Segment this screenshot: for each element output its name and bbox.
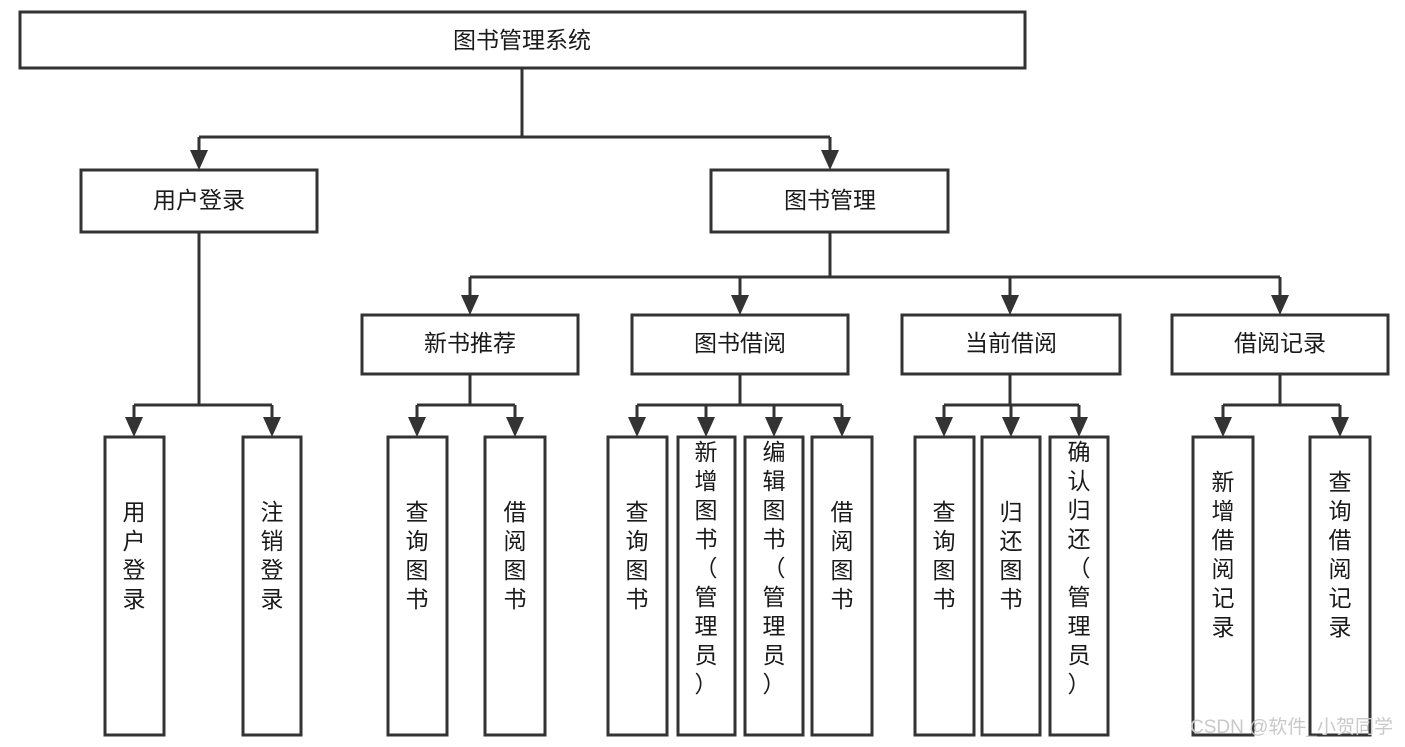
node-leaf-confirm-return[interactable]: 确认归还（管理员） (1048, 435, 1110, 737)
node-leaf-edit-book[interactable]: 编辑图书（管理员） (743, 435, 805, 737)
node-leaf-query-record-label: 查询借阅记录 (1329, 469, 1352, 640)
node-leaf-query-record[interactable]: 查询借阅记录 (1308, 435, 1372, 737)
node-leaf-edit-book-box[interactable] (743, 435, 805, 737)
node-bookmgmt-box[interactable] (709, 168, 950, 234)
node-newbook-label: 新书推荐 (424, 330, 516, 356)
arrow-to-bookmgmt (821, 150, 839, 170)
node-leaf-add-record[interactable]: 新增借阅记录 (1191, 435, 1255, 737)
node-records[interactable]: 借阅记录 (1170, 313, 1390, 376)
node-leaf-add-record-label: 新增借阅记录 (1212, 469, 1235, 640)
node-login-box[interactable] (79, 168, 319, 234)
node-leaf-query-record-box[interactable] (1308, 435, 1372, 737)
node-records-box[interactable] (1170, 313, 1390, 376)
node-leaf-query-book-1-label: 查询图书 (406, 499, 429, 612)
node-leaf-query-book-1-box[interactable] (386, 435, 449, 737)
node-leaf-borrow-book-2[interactable]: 借阅图书 (810, 435, 874, 737)
node-root-label: 图书管理系统 (453, 27, 591, 53)
node-leaf-return-book[interactable]: 归还图书 (980, 435, 1042, 737)
node-leaf-borrow-book-1-label: 借阅图书 (504, 499, 527, 612)
node-current-box[interactable] (900, 313, 1122, 376)
arrow-records-l1 (1214, 417, 1232, 437)
node-leaf-add-record-box[interactable] (1191, 435, 1255, 737)
arrow-records-l2 (1331, 417, 1349, 437)
node-current-label: 当前借阅 (965, 330, 1057, 356)
node-newbook-box[interactable] (360, 313, 580, 376)
node-leaf-query-book-3-box[interactable] (913, 435, 976, 737)
arrow-borrow-l4 (833, 417, 851, 437)
node-root[interactable]: 图书管理系统 (18, 10, 1027, 70)
node-leaf-user-login-box[interactable] (103, 435, 166, 737)
node-leaf-query-book-2-label: 查询图书 (626, 499, 649, 612)
edge-layer (125, 68, 1349, 437)
node-borrow[interactable]: 图书借阅 (630, 313, 850, 376)
arrow-current-l1 (935, 417, 953, 437)
node-leaf-return-book-box[interactable] (980, 435, 1042, 737)
node-current[interactable]: 当前借阅 (900, 313, 1122, 376)
node-leaf-user-login-label: 用户登录 (123, 499, 146, 612)
node-leaf-query-book-2-box[interactable] (606, 435, 669, 737)
node-login-label: 用户登录 (153, 187, 245, 213)
node-leaf-edit-book-label: 编辑图书（管理员） (763, 439, 786, 697)
node-leaf-logout-label: 注销登录 (261, 499, 284, 612)
node-bookmgmt[interactable]: 图书管理 (709, 168, 950, 234)
node-leaf-confirm-return-box[interactable] (1048, 435, 1110, 737)
arrow-newbook-l2 (506, 417, 524, 437)
arrow-borrow-l3 (765, 417, 783, 437)
arrow-to-current (1001, 295, 1019, 315)
node-leaf-query-book-2[interactable]: 查询图书 (606, 435, 669, 737)
node-borrow-box[interactable] (630, 313, 850, 376)
node-bookmgmt-label: 图书管理 (784, 187, 876, 213)
node-leaf-borrow-book-1-box[interactable] (483, 435, 547, 737)
arrow-to-login (190, 150, 208, 170)
node-leaf-logout-box[interactable] (241, 435, 303, 737)
node-leaf-borrow-book-2-label: 借阅图书 (831, 499, 854, 612)
arrow-newbook-l1 (408, 417, 426, 437)
arrow-current-l2 (1002, 417, 1020, 437)
node-leaf-confirm-return-label: 确认归还（管理员） (1068, 439, 1091, 697)
arrow-login-l1 (125, 417, 143, 437)
node-leaf-return-book-label: 归还图书 (1000, 499, 1023, 612)
arrow-login-l2 (263, 417, 281, 437)
arrow-to-records (1271, 295, 1289, 315)
node-leaf-query-book-3-label: 查询图书 (933, 499, 956, 612)
node-leaf-add-book-box[interactable] (676, 435, 737, 737)
node-login[interactable]: 用户登录 (79, 168, 319, 234)
arrow-to-borrow (731, 295, 749, 315)
node-borrow-label: 图书借阅 (694, 330, 786, 356)
arrow-to-newbook (461, 295, 479, 315)
node-root-box[interactable] (18, 10, 1027, 70)
node-leaf-add-book[interactable]: 新增图书（管理员） (676, 435, 737, 737)
node-leaf-query-book-3[interactable]: 查询图书 (913, 435, 976, 737)
node-leaf-borrow-book-2-box[interactable] (810, 435, 874, 737)
arrow-current-l3 (1070, 417, 1088, 437)
arrow-borrow-l2 (697, 417, 715, 437)
node-leaf-logout[interactable]: 注销登录 (241, 435, 303, 737)
node-newbook[interactable]: 新书推荐 (360, 313, 580, 376)
node-leaf-add-book-label: 新增图书（管理员） (695, 439, 718, 697)
node-leaf-query-book-1[interactable]: 查询图书 (386, 435, 449, 737)
arrow-borrow-l1 (628, 417, 646, 437)
node-leaf-user-login[interactable]: 用户登录 (103, 435, 166, 737)
node-records-label: 借阅记录 (1234, 330, 1326, 356)
node-leaf-borrow-book-1[interactable]: 借阅图书 (483, 435, 547, 737)
